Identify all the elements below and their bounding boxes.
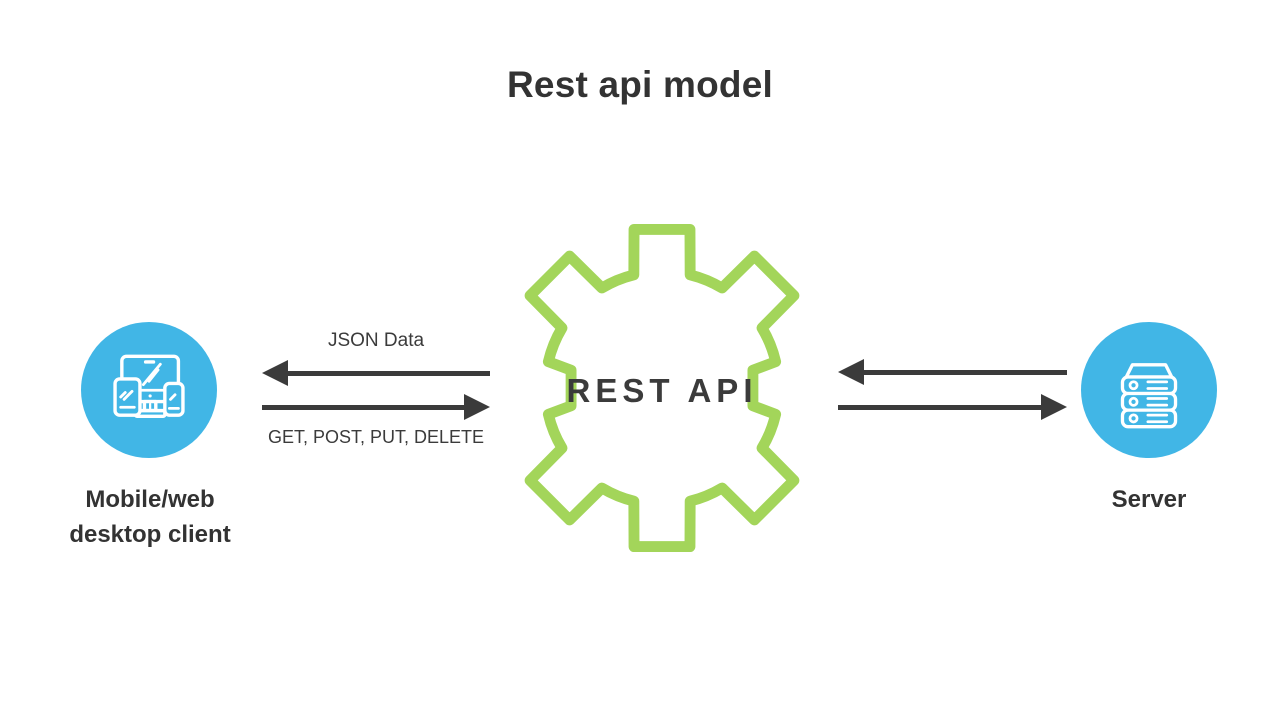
client-node (81, 322, 217, 458)
json-data-label: JSON Data (327, 330, 425, 351)
arrowhead-right-icon (1041, 394, 1067, 420)
server-stack-icon (1107, 347, 1191, 434)
client-label-line2: desktop client (69, 521, 231, 548)
client-to-api-arrow (262, 394, 490, 420)
server-label: Server (1111, 486, 1187, 513)
arrowhead-right-icon (464, 394, 490, 420)
client-label-line1: Mobile/web (85, 486, 215, 513)
devices-icon (106, 347, 192, 434)
http-methods-label: GET, POST, PUT, DELETE (267, 427, 485, 447)
api-to-server-arrow (838, 394, 1067, 420)
client-label: Mobile/web desktop client (10, 482, 290, 552)
api-label: REST API (566, 372, 758, 409)
diagram-title: Rest api model (507, 64, 773, 105)
server-node (1081, 322, 1217, 458)
api-to-client-arrow (262, 360, 490, 386)
server-to-api-arrow (838, 359, 1067, 385)
